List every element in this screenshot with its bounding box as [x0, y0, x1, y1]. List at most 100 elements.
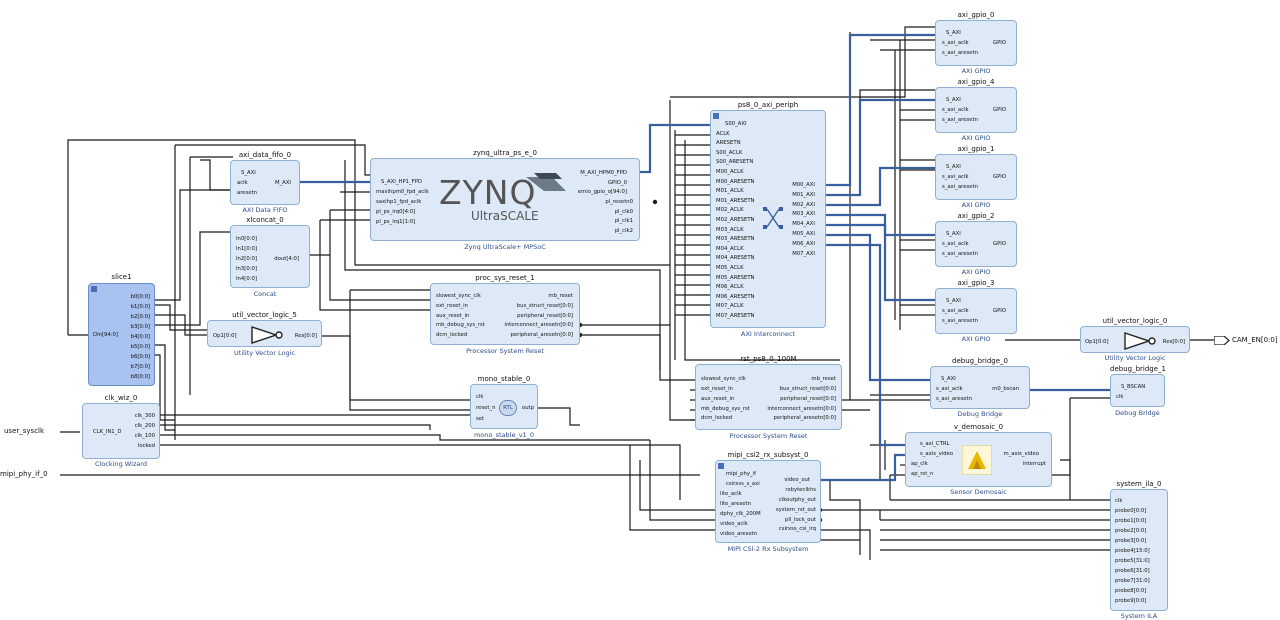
- xlconcat-block[interactable]: In0[0:0] In1[0:0] In2[0:0] In3[0:0] In4[…: [230, 225, 310, 288]
- pin-m05-aclk[interactable]: M05_ACLK: [716, 265, 744, 271]
- pin-probe9[interactable]: probe9[0:0]: [1115, 598, 1147, 604]
- pin-m06-aresetn[interactable]: M06_ARESETN: [716, 293, 755, 300]
- pin-probe8[interactable]: probe8[0:0]: [1115, 588, 1147, 594]
- pin-op1[interactable]: Op1[0:0]: [1085, 339, 1109, 345]
- pin-in2[interactable]: In2[0:0]: [236, 256, 257, 262]
- pin-s-axi-ctrl[interactable]: s_axi_CTRL: [920, 441, 950, 447]
- gpio2-block[interactable]: S_AXI s_axi_aclk s_axi_aresetn GPIO: [935, 221, 1017, 267]
- demosaic-block[interactable]: s_axi_CTRL s_axis_video ap_clk ap_rst_n …: [905, 432, 1052, 487]
- pin-pll-lock-out[interactable]: pll_lock_out: [785, 517, 816, 523]
- pin-lite-aresetn[interactable]: lite_aresetn: [720, 501, 751, 507]
- pin-aclk[interactable]: aclk: [237, 180, 248, 186]
- pin-maxihpm0-fpd-aclk[interactable]: maxihpm0_fpd_aclk: [376, 189, 429, 195]
- pin-bus-struct-reset[interactable]: bus_struct_reset[0:0]: [779, 386, 836, 392]
- pin-s-axi-aclk[interactable]: s_axi_aclk: [942, 241, 969, 247]
- pin-res[interactable]: Res[0:0]: [1162, 339, 1185, 345]
- port-mipi-phy-if-0[interactable]: mipi_phy_if_0: [0, 470, 48, 478]
- pin-interrupt[interactable]: interrupt: [1022, 461, 1046, 467]
- pin-dout[interactable]: dout[4:0]: [274, 256, 299, 262]
- pin-pl-ps-irq1[interactable]: pl_ps_irq1[1:0]: [376, 219, 416, 225]
- pin-slowest-sync-clk[interactable]: slowest_sync_clk: [701, 376, 746, 382]
- pin-mipi-phy-if[interactable]: mipi_phy_if: [726, 471, 756, 477]
- pin-aclk[interactable]: ACLK: [716, 130, 730, 137]
- gpio3-block[interactable]: S_AXI s_axi_aclk s_axi_aresetn GPIO: [935, 288, 1017, 334]
- pin-video-aresetn[interactable]: video_aresetn: [720, 531, 758, 537]
- pin-s-axi-aresetn[interactable]: s_axi_aresetn: [942, 117, 978, 123]
- pin-probe2[interactable]: probe2[0:0]: [1115, 528, 1147, 534]
- pin-pl-clk1[interactable]: pl_clk1: [614, 218, 633, 224]
- pin-din[interactable]: Din[94:0]: [93, 332, 118, 338]
- pin-gpio[interactable]: GPIO: [992, 174, 1006, 180]
- pin-ext-reset-in[interactable]: ext_reset_in: [436, 303, 468, 309]
- pin-m07-aresetn[interactable]: M07_ARESETN: [716, 313, 755, 319]
- pin-m05-aresetn[interactable]: M05_ARESETN: [716, 274, 755, 281]
- pin-in0[interactable]: In0[0:0]: [236, 236, 257, 242]
- clk-wiz-block[interactable]: CLK_IN1_D clk_300 clk_200 clk_100 locked: [82, 403, 160, 459]
- pin-aresetn[interactable]: ARESETN: [716, 140, 741, 147]
- pin-m07-axi[interactable]: M07_AXI: [792, 250, 815, 257]
- util-vl5-block[interactable]: Op1[0:0] Res[0:0]: [207, 320, 322, 347]
- pin-gpio[interactable]: GPIO: [992, 40, 1006, 46]
- pin-aux-reset-in[interactable]: aux_reset_in: [436, 313, 470, 319]
- pin-emio-gpio-o[interactable]: emio_gpio_o[94:0]: [577, 189, 627, 195]
- pin-peripheral-aresetn[interactable]: peripheral_aresetn[0:0]: [510, 332, 573, 338]
- pin-m03-aresetn[interactable]: M03_ARESETN: [716, 236, 755, 243]
- pin-m02-axi[interactable]: M02_AXI: [792, 201, 815, 208]
- pin-mb-reset[interactable]: mb_reset: [548, 293, 573, 299]
- pin-probe5[interactable]: probe5[31:0]: [1115, 558, 1150, 564]
- pin-m00-aclk[interactable]: M00_ACLK: [716, 169, 744, 175]
- debug-bridge1-block[interactable]: S_BSCAN clk: [1110, 374, 1165, 407]
- pin-peripheral-reset[interactable]: peripheral_reset[0:0]: [780, 396, 836, 402]
- pin-interconnect-aresetn[interactable]: interconnect_aresetn[0:0]: [767, 406, 836, 412]
- gpio1-block[interactable]: S_AXI s_axi_aclk s_axi_aresetn GPIO: [935, 154, 1017, 200]
- pin-peripheral-reset[interactable]: peripheral_reset[0:0]: [517, 313, 573, 319]
- pin-s-axi[interactable]: S_AXI: [941, 376, 956, 382]
- pin-probe0[interactable]: probe0[0:0]: [1115, 508, 1147, 514]
- pin-s-axi-aresetn[interactable]: s_axi_aresetn: [942, 184, 978, 190]
- pin-m01-aresetn[interactable]: M01_ARESETN: [716, 197, 755, 204]
- pin-video-aclk[interactable]: video_aclk: [720, 521, 748, 527]
- pin-probe7[interactable]: probe7[31:0]: [1115, 578, 1150, 584]
- pin-system-rst-out[interactable]: system_rst_out: [775, 507, 816, 513]
- pin-s-axi-aclk[interactable]: s_axi_aclk: [942, 107, 969, 113]
- pin-b5[interactable]: b5[0:0]: [130, 344, 150, 350]
- pin-m03-axi[interactable]: M03_AXI: [792, 211, 815, 218]
- pin-m-axis-video[interactable]: m_axis_video: [1003, 451, 1039, 457]
- pin-locked[interactable]: locked: [137, 443, 155, 449]
- pin-s-axi[interactable]: S_AXI: [946, 30, 961, 36]
- pin-s-axi-aresetn[interactable]: s_axi_aresetn: [936, 396, 972, 402]
- pin-mb-debug-sys-rst[interactable]: mb_debug_sys_rst: [436, 322, 485, 328]
- pin-clk[interactable]: clk: [476, 394, 484, 400]
- pin-s-axi-hp1-fpd[interactable]: S_AXI_HP1_FPD: [381, 179, 422, 185]
- pin-interconnect-aresetn[interactable]: interconnect_aresetn[0:0]: [504, 322, 573, 328]
- pin-b0[interactable]: b0[0:0]: [130, 294, 150, 300]
- pin-s-axis-video[interactable]: s_axis_video: [920, 451, 954, 457]
- pin-peripheral-aresetn[interactable]: peripheral_aresetn[0:0]: [773, 415, 836, 421]
- pin-m05-axi[interactable]: M05_AXI: [792, 231, 815, 237]
- pin-m01-aclk[interactable]: M01_ACLK: [716, 188, 744, 195]
- pin-probe6[interactable]: probe6[31:0]: [1115, 568, 1150, 574]
- pin-clk[interactable]: clk: [1115, 498, 1123, 504]
- pin-mb-debug-sys-rst[interactable]: mb_debug_sys_rst: [701, 406, 750, 412]
- pin-lite-aclk[interactable]: lite_aclk: [720, 491, 742, 497]
- pin-clk-in1-d[interactable]: CLK_IN1_D: [93, 429, 122, 435]
- pin-m0-bscan[interactable]: m0_bscan: [992, 386, 1019, 392]
- pin-m02-aresetn[interactable]: M02_ARESETN: [716, 217, 755, 223]
- pin-bus-struct-reset[interactable]: bus_struct_reset[0:0]: [516, 303, 573, 309]
- pin-m00-aresetn[interactable]: M00_ARESETN: [716, 178, 755, 185]
- pin-m06-aclk[interactable]: M06_ACLK: [716, 284, 744, 291]
- ila-block[interactable]: clk probe0[0:0] probe1[0:0] probe2[0:0] …: [1110, 489, 1168, 611]
- pin-clkoutphy-out[interactable]: clkoutphy_out: [778, 497, 816, 503]
- pin-probe3[interactable]: probe3[0:0]: [1115, 538, 1147, 544]
- pin-m04-aclk[interactable]: M04_ACLK: [716, 245, 744, 252]
- pin-ap-clk[interactable]: ap_clk: [911, 461, 928, 467]
- pin-s00-axi[interactable]: S00_AXI: [725, 121, 747, 127]
- pin-gpio[interactable]: GPIO: [992, 308, 1006, 314]
- pin-s-axi-aclk[interactable]: s_axi_aclk: [942, 40, 969, 46]
- pin-s-axi[interactable]: S_AXI: [946, 164, 961, 170]
- pin-b8[interactable]: b8[0:0]: [130, 374, 150, 380]
- proc-sys-reset-block[interactable]: slowest_sync_clk ext_reset_in aux_reset_…: [430, 283, 580, 345]
- mono-stable-block[interactable]: clk reset_n set RTL outp: [470, 384, 538, 429]
- pin-probe4[interactable]: probe4[15:0]: [1115, 548, 1150, 554]
- pin-reset-n[interactable]: reset_n: [476, 405, 496, 411]
